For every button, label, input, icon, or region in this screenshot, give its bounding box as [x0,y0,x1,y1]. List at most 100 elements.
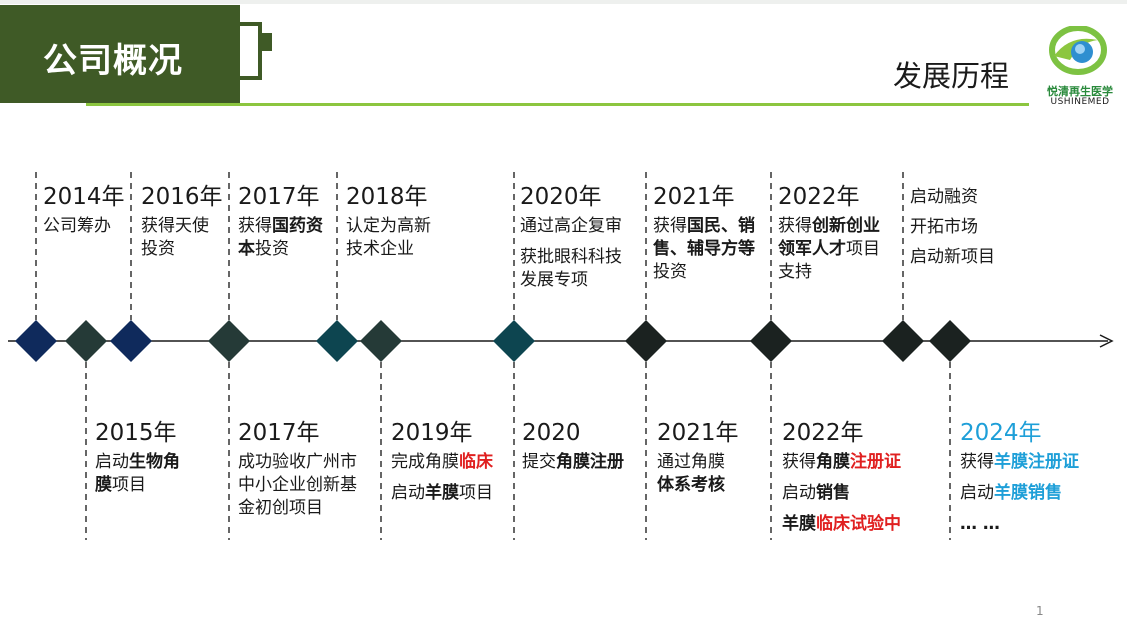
event-line: 获得羊膜注册证 [960,451,1110,474]
event-text: 通过高企复审获批眼科科技发展专项 [520,215,645,292]
event-text: 获得国药资本投资 [238,215,338,261]
diamond-marker [65,320,107,362]
event-text-segment: 项目 [846,239,880,259]
event-text-segment: 项目 [459,483,493,503]
event-line [782,505,932,513]
event-text: 启动融资开拓市场启动新项目 [910,182,1030,272]
event-year: 2024年 [960,420,1042,446]
diamond-marker [750,320,792,362]
diamond-marker [493,320,535,362]
event-line: 成功验收广州市 [238,451,378,474]
event-line [960,505,1110,513]
event-year: 2021年 [653,184,735,210]
event-text: 提交角膜注册 [522,451,647,474]
event-text-segment: 羊膜 [425,483,459,503]
event-text-segment: 成功验收广州市 [238,452,357,472]
event-text-segment: 注册证 [850,452,901,472]
event-text-segment: 临床 [459,452,493,472]
event-line: 获得国民、销 [653,215,771,238]
event-year: 2019年 [391,420,473,446]
event-text-segment: 启动 [960,483,994,503]
event-year: 2020年 [520,184,602,210]
event-text: 获得创新创业领军人才项目支持 [778,215,898,284]
event-text-segment: 获批眼科科技 [520,247,622,267]
event-text-segment: 国药资 [272,216,323,236]
event-text-segment: 启动融资 [910,187,978,207]
diamond-marker [15,320,57,362]
event-text: 获得天使投资 [141,215,233,261]
event-text-segment: 开拓市场 [910,217,978,237]
page-number: 1 [1036,604,1044,618]
event-line: 领军人才项目 [778,238,898,261]
event-top: 2020年通过高企复审获批眼科科技发展专项 [520,182,645,292]
event-line: 羊膜临床试验中 [782,513,932,536]
title-bracket-notch [262,33,272,51]
diamond-marker [360,320,402,362]
event-text-segment: 通过角膜 [657,452,725,472]
event-text-segment: 完成角膜 [391,452,459,472]
event-text-segment: 获得天使 [141,216,209,236]
event-text-segment: 获得 [782,452,816,472]
event-bottom: 2021年通过角膜体系考核 [657,418,767,497]
event-year: 2015年 [95,420,177,446]
event-text-segment: 公司筹办 [43,216,111,236]
event-line: 获得国药资 [238,215,338,238]
event-line: 启动羊膜项目 [391,482,516,505]
event-line: 发展专项 [520,269,645,292]
event-text-segment: 项目 [112,475,146,495]
event-year: 2017年 [238,184,320,210]
event-text: 完成角膜临床启动羊膜项目 [391,451,516,505]
event-line: 体系考核 [657,474,767,497]
event-year: 2014年 [43,184,125,210]
diamond-marker [316,320,358,362]
event-line: 获得天使 [141,215,233,238]
event-line: 启动销售 [782,482,932,505]
event-line: … … [960,513,1110,536]
logo-english-name: USHINEMED [1050,97,1110,107]
event-line: 启动羊膜销售 [960,482,1110,505]
diamond-marker [929,320,971,362]
event-text-segment: 获得 [653,216,687,236]
event-text-segment: 生物角 [129,452,180,472]
event-line: 通过角膜 [657,451,767,474]
event-text-segment: 羊膜销售 [994,483,1062,503]
event-top: 2018年认定为高新技术企业 [346,182,456,261]
event-line [391,474,516,482]
event-text: 通过角膜体系考核 [657,451,767,497]
event-bottom: 2015年启动生物角膜项目 [95,418,205,497]
event-text-segment: 领军人才 [778,239,846,259]
event-line: 投资 [653,261,771,284]
event-text-segment: 本 [238,239,255,259]
event-text-segment: 启动新项目 [910,247,995,267]
event-line: 获得角膜注册证 [782,451,932,474]
header-underline [86,103,1029,106]
event-year: 2021年 [657,420,739,446]
event-top: 2022年获得创新创业领军人才项目支持 [778,182,898,284]
diamond-marker [208,320,250,362]
connector-lines [35,172,951,540]
event-text-segment: 投资 [255,239,289,259]
event-year: 2016年 [141,184,223,210]
event-text-segment: 投资 [653,262,687,282]
event-top: 2021年获得国民、销售、辅导方等投资 [653,182,771,284]
page-subtitle: 发展历程 [893,59,1010,93]
event-text-segment: 临床试验中 [816,514,901,534]
event-text-segment: 销售 [816,483,850,503]
event-line: 投资 [141,238,233,261]
event-text-segment: 膜 [95,475,112,495]
event-line: 获得创新创业 [778,215,898,238]
event-text-segment: 获得 [960,452,994,472]
timeline-markers [15,320,971,362]
event-year: 2018年 [346,184,428,210]
event-bottom: 2019年完成角膜临床启动羊膜项目 [391,418,516,505]
event-text-segment: 角膜 [816,452,850,472]
event-text-segment: … … [960,514,1000,534]
event-text-segment: 通过高企复审 [520,216,622,236]
event-text-segment: 角膜注册 [556,452,624,472]
event-text-segment: 国民、销 [687,216,755,236]
event-text-segment: 发展专项 [520,270,588,290]
timeline-arrow-icon [1099,334,1114,348]
event-text-segment: 投资 [141,239,175,259]
event-line: 公司筹办 [43,215,133,238]
